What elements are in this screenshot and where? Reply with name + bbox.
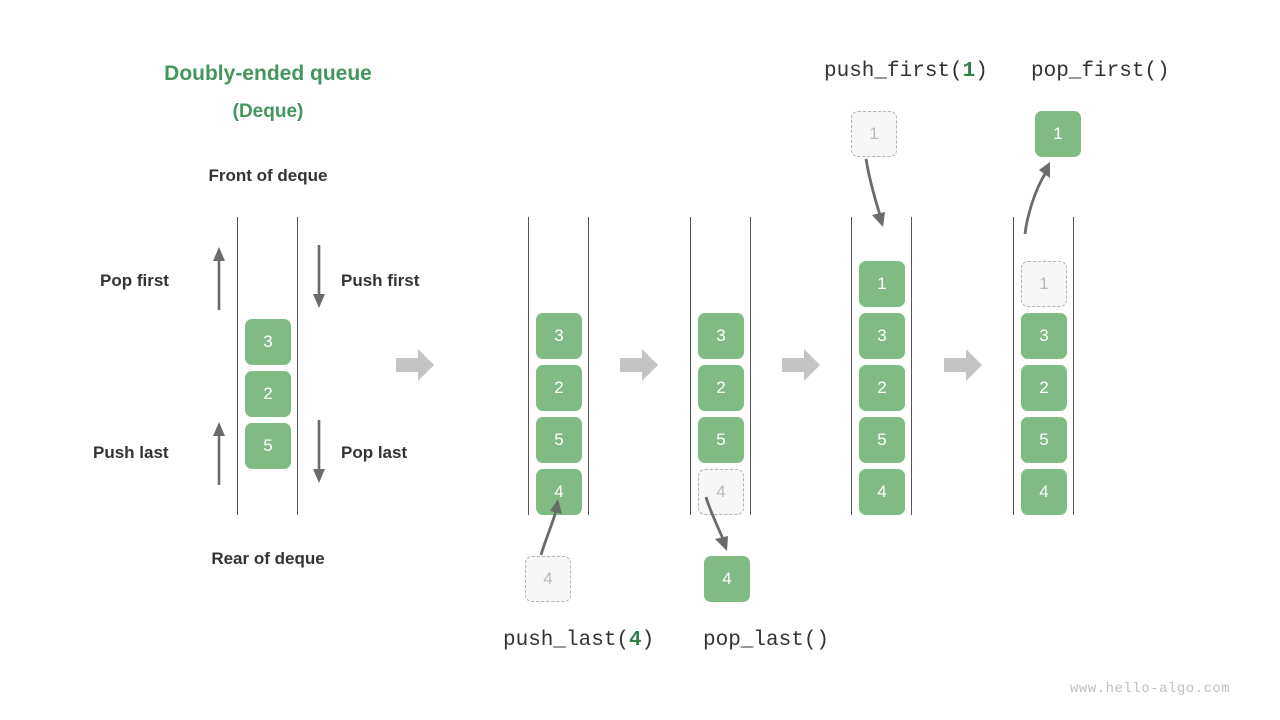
step-arrow-icon-4 xyxy=(944,349,982,381)
diagram-title-line2: (Deque) xyxy=(232,101,304,122)
push-first-label: Push first xyxy=(341,271,420,290)
deque-cell: 3 xyxy=(698,313,744,359)
deque-rail-left xyxy=(528,217,529,515)
push-first-op-close: ) xyxy=(975,60,988,83)
pop-first-outgoing-cell: 1 xyxy=(1035,111,1081,157)
deque-rail-left xyxy=(851,217,852,515)
push-first-arrow-icon xyxy=(310,245,328,310)
push-last-arrow-icon xyxy=(535,495,575,557)
deque-cell: 5 xyxy=(536,417,582,463)
push-last-op-name: push_last( xyxy=(503,629,630,652)
deque-rail-left xyxy=(690,217,691,515)
deque-cell: 1 xyxy=(1021,261,1067,307)
deque-cell: 2 xyxy=(698,365,744,411)
push-last-operation-label: push_last(4) xyxy=(503,629,654,652)
deque-cell: 2 xyxy=(536,365,582,411)
pop-last-outgoing-cell: 4 xyxy=(704,556,750,602)
deque-cell: 2 xyxy=(859,365,905,411)
pop-last-arrow-icon xyxy=(700,496,744,555)
watermark: www.hello-algo.com xyxy=(1070,681,1231,697)
front-of-deque-label: Front of deque xyxy=(208,166,328,185)
deque-cell: 5 xyxy=(859,417,905,463)
deque-cell: 5 xyxy=(1021,417,1067,463)
push-last-label: Push last xyxy=(93,443,169,462)
step-arrow-icon-1 xyxy=(396,349,434,381)
deque-rail-right xyxy=(911,217,913,515)
deque-cell-stack: 4 5 2 3 xyxy=(698,307,744,515)
deque-rail-right xyxy=(750,217,752,515)
deque-panel-overview: 5 2 3 xyxy=(237,217,299,515)
deque-cell: 5 xyxy=(698,417,744,463)
push-last-op-arg: 4 xyxy=(629,629,642,652)
deque-cell: 3 xyxy=(536,313,582,359)
pop-last-label: Pop last xyxy=(341,443,408,462)
rear-of-deque-label: Rear of deque xyxy=(211,549,325,568)
push-last-arrow-icon xyxy=(210,420,228,485)
diagram-title: Doubly-ended queue (Deque) xyxy=(147,55,389,131)
deque-cell: 4 xyxy=(698,469,744,515)
push-last-op-close: ) xyxy=(641,629,655,652)
step-arrow-icon-3 xyxy=(782,349,820,381)
push-first-operation-label: push_first(1) xyxy=(824,60,988,83)
pop-last-operation-label: pop_last() xyxy=(703,629,830,652)
diagram-title-line1: Doubly-ended queue xyxy=(164,62,372,85)
deque-rail-left xyxy=(237,217,238,515)
deque-cell: 5 xyxy=(245,423,291,469)
pop-first-arrow-icon xyxy=(210,245,228,310)
step-arrow-icon-2 xyxy=(620,349,658,381)
deque-panel-pop-last: 4 5 2 3 xyxy=(690,217,752,515)
deque-rail-left xyxy=(1013,217,1014,515)
deque-rail-right xyxy=(1073,217,1075,515)
pop-first-arrow-icon xyxy=(1017,158,1061,236)
deque-cell: 2 xyxy=(245,371,291,417)
deque-cell: 4 xyxy=(859,469,905,515)
push-first-incoming-cell: 1 xyxy=(851,111,897,157)
deque-cell: 2 xyxy=(1021,365,1067,411)
deque-cell: 1 xyxy=(859,261,905,307)
pop-first-operation-label: pop_first() xyxy=(1031,60,1170,83)
deque-cell: 4 xyxy=(1021,469,1067,515)
push-first-op-arg: 1 xyxy=(962,60,976,83)
pop-last-arrow-icon xyxy=(310,420,328,485)
deque-cell-stack: 5 2 3 xyxy=(245,313,291,469)
deque-panel-pop-first: 4 5 2 3 1 xyxy=(1013,217,1075,515)
deque-panel-push-first: 4 5 2 3 1 xyxy=(851,217,913,515)
deque-cell-stack: 4 5 2 3 1 xyxy=(1021,255,1067,515)
deque-cell-stack: 4 5 2 3 1 xyxy=(859,255,905,515)
push-first-arrow-icon xyxy=(862,158,896,231)
deque-rail-right xyxy=(297,217,299,515)
deque-cell: 3 xyxy=(1021,313,1067,359)
deque-cell: 3 xyxy=(859,313,905,359)
deque-rail-right xyxy=(588,217,590,515)
deque-cell: 3 xyxy=(245,319,291,365)
pop-first-label: Pop first xyxy=(100,271,169,290)
push-last-incoming-cell: 4 xyxy=(525,556,571,602)
push-first-op-name: push_first( xyxy=(824,60,963,83)
